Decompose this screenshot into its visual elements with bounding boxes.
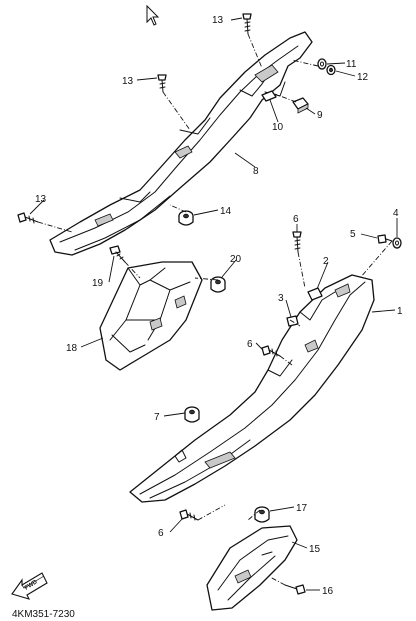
callout-numbers: 13 13 13 11 12 9 10 8 14 19 20 18 6 2 3 …: [35, 15, 403, 597]
forward-arrow-icon: FWD: [11, 572, 48, 600]
damper-10: [261, 90, 277, 102]
callout-6-upper: 6: [293, 214, 299, 225]
callout-13-top: 13: [212, 15, 224, 26]
seat-cover-part-8: [49, 31, 313, 256]
callout-11: 11: [346, 59, 357, 70]
grommet-17: [254, 506, 270, 523]
callout-2: 2: [323, 256, 329, 267]
callout-15: 15: [309, 544, 321, 555]
bolt-19: [109, 245, 126, 263]
callout-1: 1: [397, 306, 403, 317]
callout-18: 18: [66, 343, 78, 354]
side-cover-part-1: [129, 274, 375, 503]
bolt-13-left: [17, 212, 39, 224]
callout-leaders: [29, 17, 398, 591]
assembly-centerlines: [37, 33, 393, 586]
callout-5: 5: [350, 229, 356, 240]
callout-20: 20: [230, 254, 242, 265]
nut-12: [326, 64, 336, 76]
callout-13-middle: 13: [122, 76, 134, 87]
washer-4: [392, 237, 402, 249]
grommet-7: [184, 406, 200, 423]
callout-8: 8: [253, 166, 259, 177]
mouse-pointer-icon: [146, 4, 160, 26]
callout-10: 10: [272, 122, 284, 133]
damper-9: [292, 97, 309, 114]
bolt-6-middle: [261, 345, 281, 357]
bolt-6-lower: [179, 509, 199, 521]
callout-4: 4: [393, 208, 399, 219]
callout-16: 16: [322, 586, 334, 597]
diagram-code: 4KM351-7230: [12, 609, 75, 620]
callout-14: 14: [220, 206, 232, 217]
callout-6-lower: 6: [158, 528, 164, 539]
callout-12: 12: [357, 72, 369, 83]
bracket-part-18: [99, 261, 203, 371]
bolt-13-middle: [157, 74, 167, 93]
callout-3: 3: [278, 293, 284, 304]
bolt-16: [284, 584, 306, 595]
callout-13-left: 13: [35, 194, 47, 205]
grommet-14: [178, 210, 194, 226]
collar-11: [317, 58, 327, 70]
callout-9: 9: [317, 110, 323, 121]
bolt-13-top: [242, 13, 252, 35]
callout-19: 19: [92, 278, 104, 289]
callout-6-middle: 6: [247, 339, 253, 350]
bolt-6-upper: [292, 231, 302, 253]
bolt-5: [377, 234, 393, 244]
callout-17: 17: [296, 503, 308, 514]
lower-cover-part-15: [206, 525, 298, 611]
collar-2: [307, 287, 323, 301]
callout-7: 7: [154, 412, 160, 423]
